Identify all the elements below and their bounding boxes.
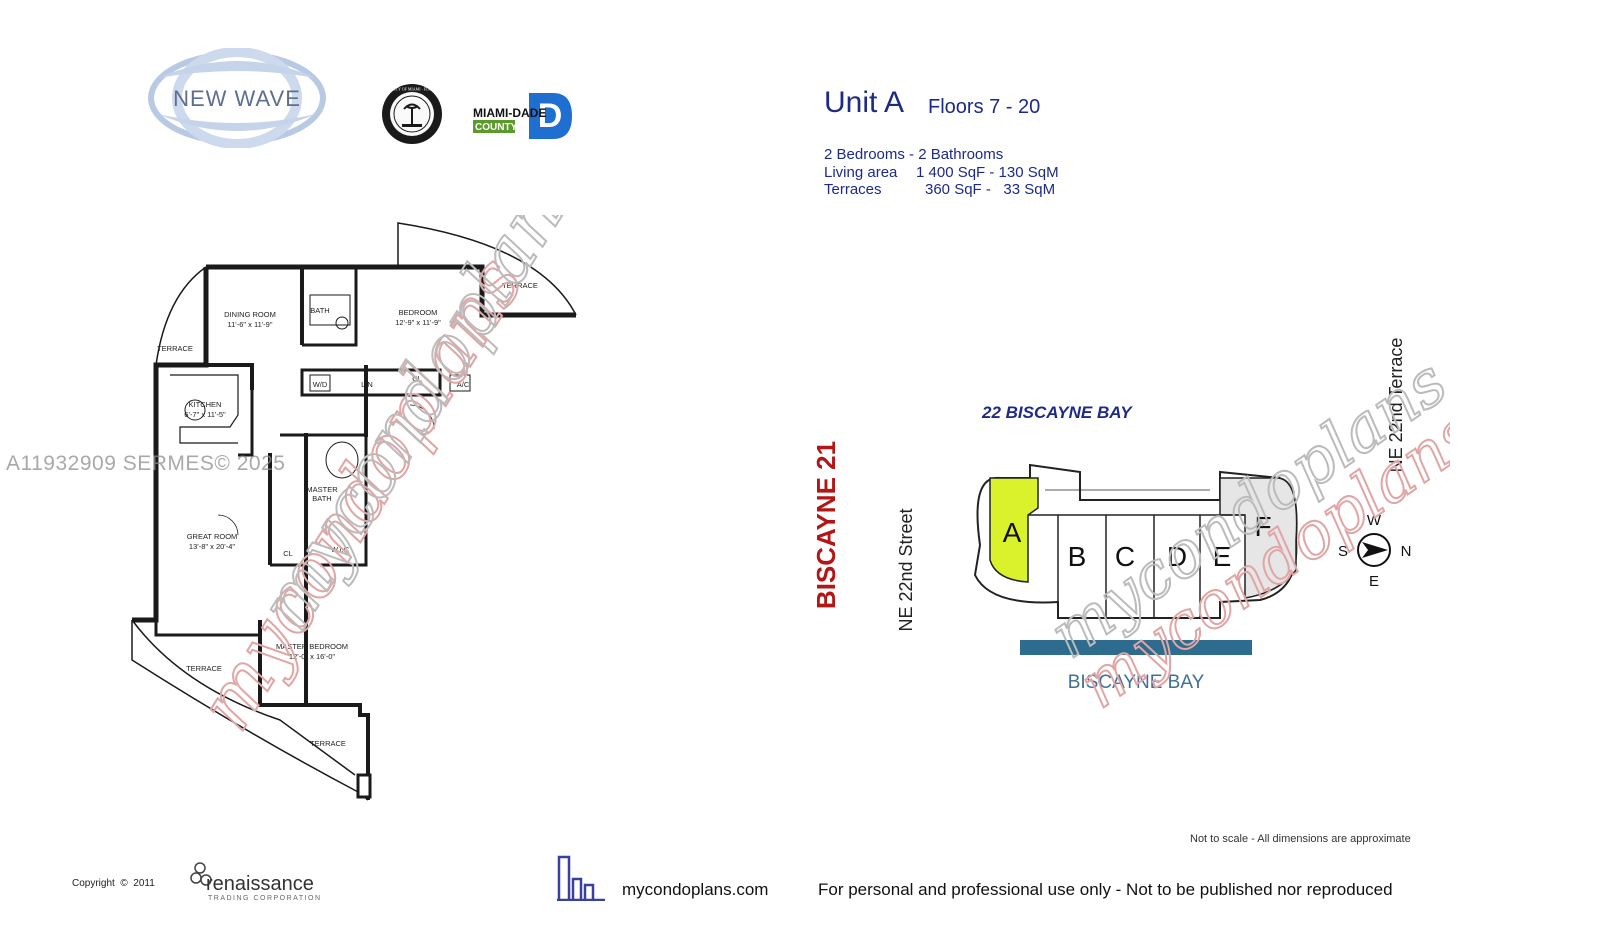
unit-a-highlight [989,477,1039,583]
spec-bedrooms: 2 Bedrooms - 2 Bathrooms [824,146,1004,163]
terrace-ne-label: TERRACE [502,281,538,290]
unit-label-a: A [1003,517,1022,548]
master-bath-label-1: MASTER [306,485,338,494]
unit-label-e: E [1213,541,1232,572]
spec-living-label: Living area [824,164,898,181]
dining-room-dims: 11'-6" x 11'-9" [227,320,272,329]
lin-label: LIN [361,380,373,389]
renaissance-sub: TRADING CORPORATION [208,895,322,902]
compass-w: W [1367,512,1382,529]
compass-e: E [1369,573,1379,590]
kitchen-label: KITCHEN [189,400,222,409]
street-ne-22nd: NE 22nd Street [896,508,916,631]
spec-terraces-label: Terraces [824,181,882,198]
water-label: BISCAYNE BAY [1068,672,1205,693]
new-wave-logo: NEW WAVE [148,48,326,148]
cl-label: CL [412,374,422,383]
ac-label: A/C [457,380,470,389]
master-bedroom-label: MASTER BEDROOM [276,642,348,651]
unit-title: Unit A [824,86,905,119]
copyright: Copyright © 2011 [72,878,155,889]
unit-label-d: D [1167,541,1187,572]
bedroom-label: BEDROOM [399,308,438,317]
bedroom-dims: 12'-9" x 11'-9" [395,318,441,327]
scale-note: Not to scale - All dimensions are approx… [1190,833,1411,845]
compass-n: N [1401,543,1412,560]
floor-plan: DINING ROOM 11'-6" x 11'-9" BEDROOM 12'-… [131,215,602,801]
street-biscayne-21: BISCAYNE 21 [811,441,841,609]
compass-s: S [1338,543,1348,560]
water-bar [1020,640,1252,655]
spec-terraces-value: 360 SqF - 33 SqM [925,181,1056,198]
bath-label: BATH [310,306,329,315]
spec-living-value: 1 400 SqF - 130 SqM [916,164,1059,181]
terrace-west-label: TERRACE [157,344,193,353]
city-seal-logo: THE CITY OF MIAMI · FLORIDA [382,84,442,144]
closet-label: CL [283,549,293,558]
new-wave-logo-text: NEW WAVE [173,86,301,111]
county-logo-letter: D [538,97,563,135]
unit-floors: Floors 7 - 20 [928,96,1041,118]
renaissance-logo: renaissance TRADING CORPORATION [190,862,322,902]
street-ne-22nd-terrace: NE 22nd Terrace [1386,338,1406,473]
site-plan: BISCAYNE 21 22 BISCAYNE BAY NE 22nd Stre… [811,338,1450,724]
mycondoplans-logo [557,855,605,901]
unit-label-b: B [1068,541,1087,572]
master-bedroom-dims: 12'-0" x 16'-0" [289,652,335,661]
terrace-sw-label: TERRACE [186,664,222,673]
wd-label: W/D [313,380,328,389]
county-logo-line1: MIAMI-DADE [473,106,546,120]
disclaimer: For personal and professional use only -… [818,880,1393,899]
compass-icon [1357,533,1391,567]
mls-id-watermark: A11932909 SERMES© 2025 [6,452,286,475]
dining-room-label: DINING ROOM [224,310,276,319]
master-bath-label-2: BATH [312,494,331,503]
building-name: 22 BISCAYNE BAY [981,403,1133,422]
great-room-dims: 13'-8" x 20'-4" [189,542,235,551]
wic-label: W.I.C [331,545,350,554]
kitchen-dims: 6'-7" x 11'-5" [184,410,226,419]
miami-dade-logo: D MIAMI-DADE COUNTY [473,93,572,139]
site-url: mycondoplans.com [622,880,769,899]
seal-text: THE CITY OF MIAMI · FLORIDA [383,87,442,92]
county-logo-line2: COUNTY [475,122,518,133]
great-room-label: GREAT ROOM [187,532,238,541]
terrace-south-label: TERRACE [310,739,346,748]
unit-label-c: C [1115,541,1135,572]
renaissance-name: renaissance [206,873,314,895]
unit-label-f: F [1254,511,1271,542]
